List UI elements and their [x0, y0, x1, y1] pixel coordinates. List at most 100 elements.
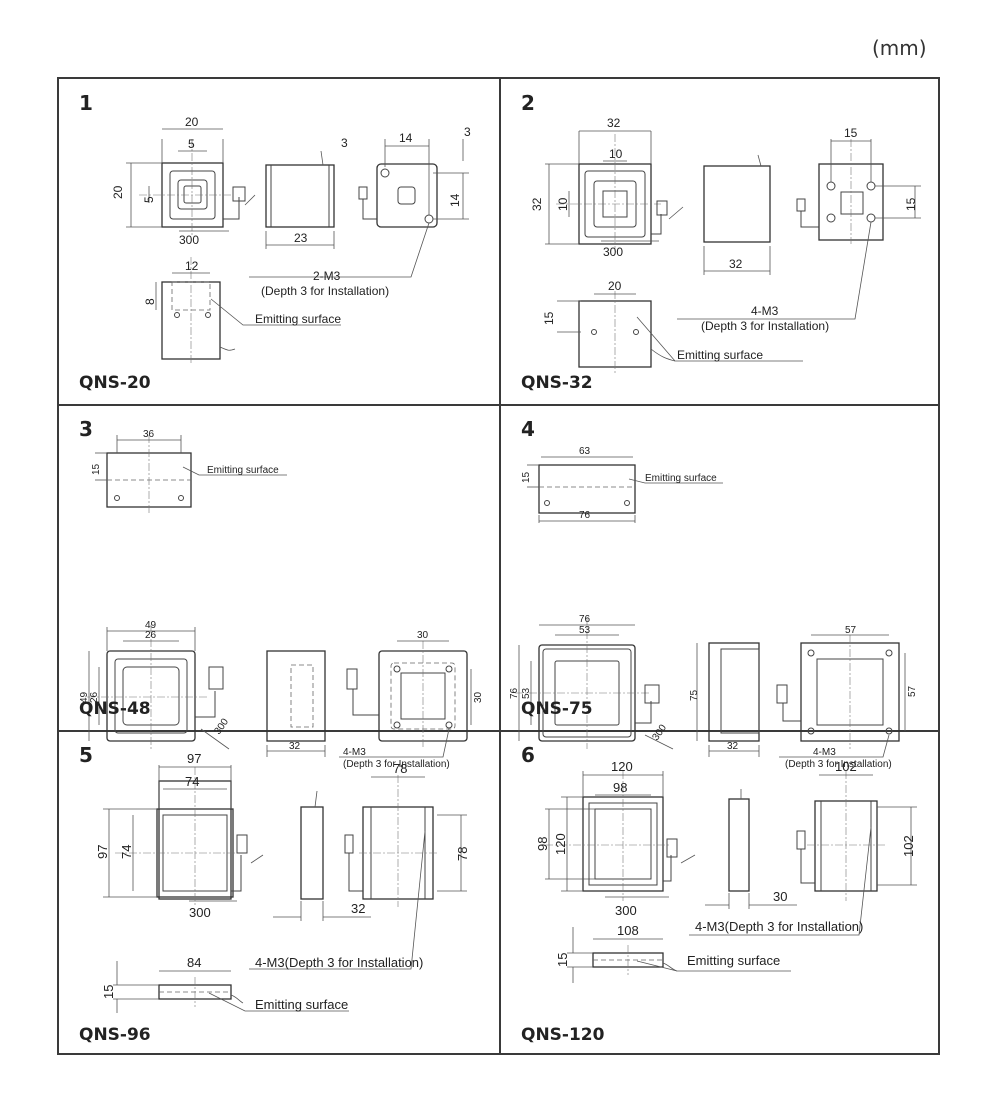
screw-spec: 2-M3 [313, 269, 341, 283]
dim-height-97: 97 [95, 845, 110, 859]
dim-depth-32: 32 [289, 741, 301, 752]
dim-height-32: 32 [530, 197, 544, 211]
model-label: QNS-48 [79, 699, 151, 719]
screw-spec-full: 4-M3(Depth 3 for Installation) [255, 955, 423, 970]
dim-top-76: 76 [579, 510, 591, 521]
qns-32-drawing: 32 10 32 10 300 32 [530, 116, 921, 374]
dim-cable-300: 300 [179, 233, 199, 247]
dim-height-74: 74 [119, 845, 134, 859]
dim-height-120: 120 [553, 833, 568, 855]
dim-depth-32: 32 [727, 741, 739, 752]
dim-width-26: 26 [145, 630, 157, 641]
unit-label: (mm) [872, 36, 927, 60]
dim-height-20: 20 [111, 185, 125, 199]
panel-qns-120: 6 120 98 98 120 300 [501, 731, 941, 1057]
dim-bottom-15: 15 [542, 311, 556, 325]
screw-spec: 4-M3 [813, 747, 836, 758]
dim-bottom-15: 15 [555, 953, 570, 967]
dim-width-120: 120 [611, 759, 633, 774]
panel-qns-48: 3 36 15 Emitting surface [59, 405, 499, 770]
dim-rear-57: 57 [845, 625, 857, 636]
dim-depth-32: 32 [351, 901, 365, 916]
panel-qns-75: 4 63 15 76 Emitting surface 76 [501, 405, 941, 770]
dim-rear-14v: 14 [448, 193, 462, 207]
dim-window-5v: 5 [142, 196, 156, 203]
panel-number: 2 [521, 91, 535, 115]
dim-width-49: 49 [145, 620, 157, 631]
qns-75-drawing: 63 15 76 Emitting surface 76 53 76 53 [509, 446, 918, 770]
dim-cable-300: 300 [615, 903, 637, 918]
dim-height-26: 26 [89, 691, 100, 703]
model-label: QNS-32 [521, 373, 593, 393]
dim-bottom-15: 15 [101, 985, 116, 999]
dim-width-98: 98 [613, 780, 627, 795]
panel-number: 4 [521, 417, 535, 441]
dim-top-15: 15 [521, 471, 532, 483]
screw-spec-full: 4-M3(Depth 3 for Installation) [695, 919, 863, 934]
dim-width-76: 76 [579, 614, 591, 625]
dim-depth-30: 30 [773, 889, 787, 904]
model-label: QNS-20 [79, 373, 151, 393]
qns-120-drawing: 120 98 98 120 300 30 [535, 759, 917, 983]
screw-spec: 4-M3 [343, 747, 366, 758]
dim-cable-300: 300 [189, 905, 211, 920]
drawing-frame: 1 20 5 20 5 [57, 77, 940, 1055]
panel-number: 6 [521, 743, 535, 767]
panel-number: 5 [79, 743, 93, 767]
frame-divider-row1 [59, 404, 938, 406]
dim-rear-102: 102 [835, 759, 857, 774]
dim-width-53: 53 [579, 625, 591, 636]
dim-bottom-108: 108 [617, 923, 639, 938]
dim-width-32: 32 [607, 116, 621, 130]
screw-note: (Depth 3 for Installation) [261, 284, 389, 298]
dim-width-20: 20 [185, 115, 199, 129]
dim-height-76: 76 [509, 687, 520, 699]
emitting-label: Emitting surface [677, 348, 763, 362]
dim-rear-102v: 102 [901, 835, 916, 857]
dim-rear-14: 14 [399, 131, 413, 145]
dim-rear-78v: 78 [455, 847, 470, 861]
emitting-label: Emitting surface [687, 953, 780, 968]
dim-bottom-12: 12 [185, 259, 199, 273]
dim-bottom-84: 84 [187, 955, 201, 970]
dim-window-5: 5 [188, 137, 195, 151]
dim-rear-3a: 3 [341, 136, 348, 150]
dim-rear-15: 15 [844, 126, 858, 140]
screw-note: (Depth 3 for Installation) [343, 759, 450, 770]
dim-cable-300: 300 [603, 245, 623, 259]
panel-number: 1 [79, 91, 93, 115]
dim-top-36: 36 [143, 429, 155, 440]
dim-height-98: 98 [535, 837, 550, 851]
dim-rear-3b: 3 [464, 125, 471, 139]
dim-rear-78: 78 [393, 761, 407, 776]
panel-qns-20: 1 20 5 20 5 [59, 79, 499, 405]
screw-note: (Depth 3 for Installation) [701, 319, 829, 333]
panel-number: 3 [79, 417, 93, 441]
model-label: QNS-96 [79, 1025, 151, 1045]
dim-top-63: 63 [579, 446, 591, 457]
screw-note: (Depth 3 for Installation) [785, 759, 892, 770]
dim-rear-30: 30 [417, 630, 429, 641]
dim-window-10: 10 [609, 147, 623, 161]
dim-bottom-20: 20 [608, 279, 622, 293]
dim-rear-30v: 30 [473, 691, 484, 703]
qns-20-drawing: 20 5 20 5 300 23 [111, 115, 471, 365]
emitting-label: Emitting surface [645, 473, 717, 484]
dim-height-49: 49 [79, 691, 90, 703]
dim-rear-15v: 15 [904, 197, 918, 211]
model-label: QNS-75 [521, 699, 593, 719]
dim-bottom-8: 8 [143, 298, 157, 305]
dim-top-15: 15 [91, 463, 102, 475]
frame-divider-vertical [499, 79, 501, 1053]
dim-width-74: 74 [185, 774, 199, 789]
dim-depth-23: 23 [294, 231, 308, 245]
qns-96-drawing: 97 74 97 74 300 32 [95, 751, 470, 1013]
qns-48-drawing: 36 15 Emitting surface 49 26 49 26 [79, 429, 484, 770]
dim-depth-32: 32 [729, 257, 743, 271]
dim-side-75: 75 [689, 689, 700, 701]
screw-spec: 4-M3 [751, 304, 779, 318]
dim-width-97: 97 [187, 751, 201, 766]
frame-divider-row2 [59, 730, 938, 732]
dim-rear-57v: 57 [907, 685, 918, 697]
panel-qns-96: 5 97 74 97 74 300 [59, 731, 499, 1057]
